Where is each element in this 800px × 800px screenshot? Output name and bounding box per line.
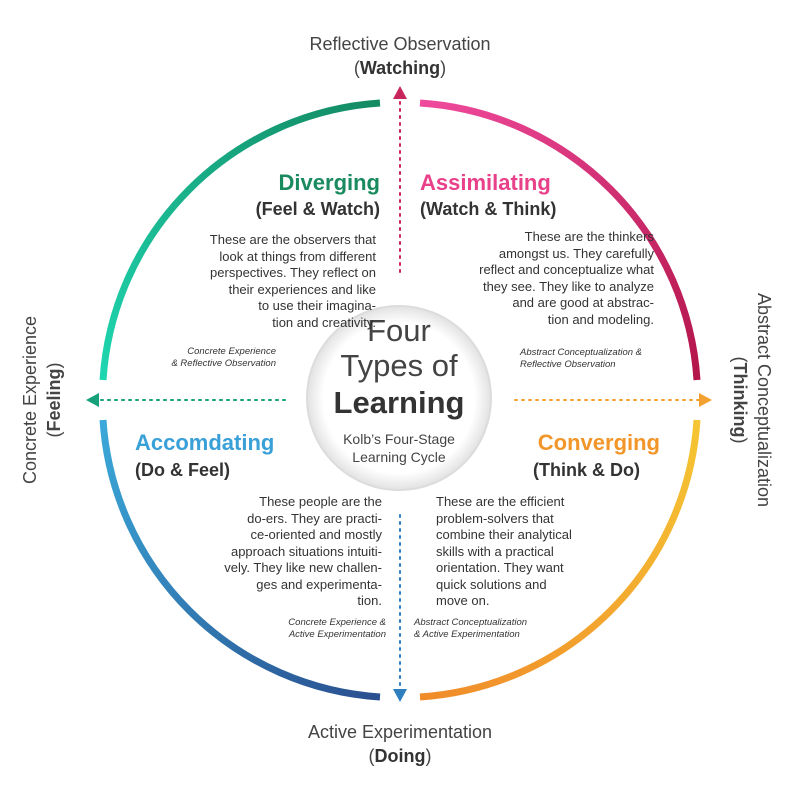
assimilating-subtitle: (Watch & Think) [420, 199, 557, 219]
center-subtitle-2: Learning Cycle [352, 449, 446, 465]
top-axis-title: Reflective Observation [309, 34, 491, 54]
arc-top-right [419, 99, 701, 381]
converging-subtitle: (Think & Do) [533, 460, 640, 480]
center-line2: Types of [340, 348, 458, 383]
center-line3: Learning [333, 385, 465, 420]
center-line1: Four [367, 313, 431, 348]
accomodating-description: These people are the do-ers. They are pr… [224, 494, 382, 608]
left-axis-label: Concrete Experience (Feeling) [18, 190, 66, 610]
left-axis-title: Concrete Experience [20, 315, 40, 485]
arrow-right-icon [699, 393, 712, 407]
diverging-title: Diverging [278, 170, 380, 195]
left-axis-mode: (Feeling) [44, 362, 64, 438]
converging-note: Abstract Conceptualization & Active Expe… [414, 617, 528, 640]
center-circle [306, 305, 492, 491]
right-axis-title: Abstract Conceptualization [754, 292, 774, 508]
top-axis-mode: (Watching) [353, 58, 447, 78]
right-axis-label: Abstract Conceptualization (Thinking) [728, 190, 776, 610]
center-title: Four Types of Learning Kolb’s Four-Stage… [300, 314, 498, 466]
accomodating-note: Concrete Experience & Active Experimenta… [288, 617, 386, 640]
arrow-down-icon [393, 689, 407, 702]
arc-top-left [99, 99, 381, 381]
bottom-axis-title: Active Experimentation [307, 722, 493, 742]
bottom-axis-mode: (Doing) [368, 746, 432, 766]
converging-description: These are the efficient problem-solvers … [436, 494, 572, 608]
arrow-up-icon [393, 86, 407, 99]
arrow-left-icon [86, 393, 99, 407]
arc-bottom-left [99, 419, 381, 701]
diverging-description: These are the observers that look at thi… [209, 232, 376, 330]
assimilating-note: Abstract Conceptualization & Reflective … [520, 347, 642, 370]
diverging-subtitle: (Feel & Watch) [255, 199, 380, 219]
arc-bottom-right [419, 419, 701, 701]
diverging-note: Concrete Experience & Reflective Observa… [171, 346, 276, 369]
top-axis-label: Reflective Observation (Watching) [200, 32, 600, 80]
accomodating-title: Accomdating [135, 430, 275, 455]
assimilating-title: Assimilating [420, 170, 551, 195]
accomodating-subtitle: (Do & Feel) [135, 460, 231, 480]
right-axis-mode: (Thinking) [730, 356, 750, 444]
bottom-axis-label: Active Experimentation (Doing) [200, 720, 600, 768]
converging-title: Converging [537, 430, 660, 455]
center-subtitle-1: Kolb’s Four-Stage [343, 431, 455, 447]
assimilating-description: These are the thinkers amongst us. They … [479, 229, 654, 327]
